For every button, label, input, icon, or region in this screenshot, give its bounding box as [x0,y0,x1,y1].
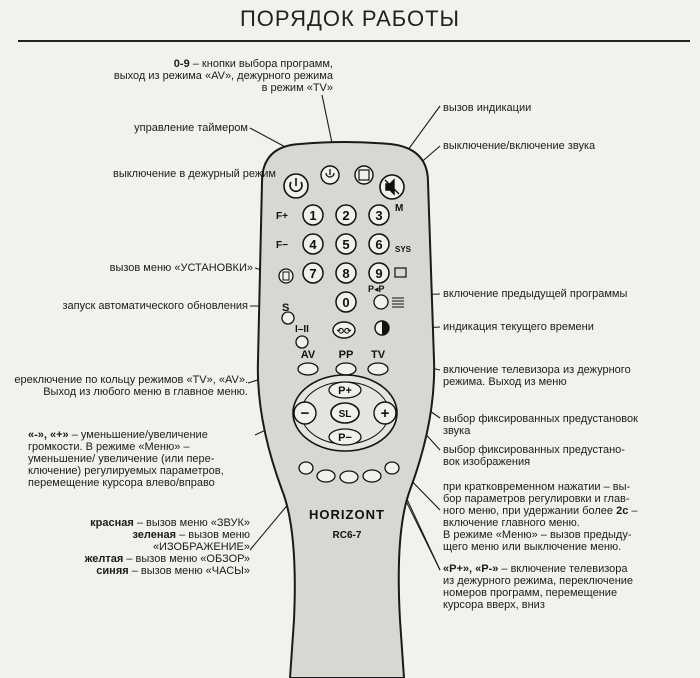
digit-keypad: 1 2 3 4 5 6 7 8 9 0 [302,204,390,313]
f-minus-label: F− [276,240,288,251]
p-minus-label: P− [338,432,352,444]
digit-button-5[interactable] [335,233,357,255]
teletext-icon [392,297,404,308]
display-button[interactable] [354,165,374,185]
auto-update-button[interactable] [281,311,295,325]
volume-down-label: − [301,405,310,422]
tv-label: TV [371,349,386,361]
label-clock: индикация текущего времени [443,321,594,333]
color-keys [298,461,400,484]
digit-button-7[interactable] [302,262,324,284]
red-button[interactable] [316,469,336,483]
digit-label-0: 0 [342,295,349,310]
label-display-info: вызов индикации [443,102,532,114]
blue-button[interactable] [384,461,400,475]
digit-label-5: 5 [342,237,349,252]
p-plus-label: P+ [338,385,352,397]
digit-label-7: 7 [309,266,316,281]
digit-label-6: 6 [375,237,382,252]
clock-icon [382,321,389,335]
digit-button-3[interactable] [368,204,390,226]
sl-label: SL [339,409,352,420]
small-key-left[interactable] [298,461,314,475]
title-underline [18,40,690,42]
display-icon [358,169,370,181]
page-title: ПОРЯДОК РАБОТЫ [239,6,461,31]
m-label: M [395,203,403,214]
volume-up-label: + [381,405,390,422]
xsys-label: SYS [395,245,412,254]
digit-button-1[interactable] [302,204,324,226]
f-plus-label: F+ [276,211,288,222]
setup-menu-icon [282,271,290,281]
digit-label-1: 1 [309,208,316,223]
dual-label: ⟲⟳ [336,326,352,336]
one-two-button[interactable] [295,335,309,349]
p-minus-button[interactable] [328,428,362,446]
digit-button-0[interactable] [335,291,357,313]
digit-button-8[interactable] [335,262,357,284]
s-key-label: S [282,302,289,314]
model-label: RC6-7 [333,530,362,541]
digit-button-4[interactable] [302,233,324,255]
av-button[interactable] [297,362,319,376]
label-prev-program: включение предыдущей программы [443,288,628,300]
prev-program-button[interactable] [373,294,389,310]
digit-label-2: 2 [342,208,349,223]
label-standby: выключение в дежурный режим [112,168,276,180]
pp-label: PP [339,349,354,361]
digit-label-8: 8 [342,266,349,281]
digit-label-9: 9 [375,266,382,281]
label-digit-keys: 0-9 – кнопки выбора программ, выход из р… [113,58,333,94]
setup-menu-button[interactable] [278,268,294,284]
digit-button-6[interactable] [368,233,390,255]
av-label: AV [301,349,316,361]
green-button[interactable] [339,470,359,484]
power-icon [289,178,303,193]
tv-button[interactable] [367,362,389,376]
volume-up-button[interactable] [373,401,397,425]
navigation-pad: P+ P− − + SL [292,374,398,452]
label-av-cycle: ереключение по кольцу режимов «TV», «AV»… [14,374,248,398]
sl-button[interactable] [330,402,360,424]
volume-down-button[interactable] [293,401,317,425]
digit-label-3: 3 [375,208,382,223]
label-tv-on: включение телевизора из дежурного режима… [443,364,631,388]
dual-button[interactable] [332,321,356,339]
label-mute: выключение/включение звука [443,140,596,152]
pp-button[interactable] [335,362,357,376]
digit-button-2[interactable] [335,204,357,226]
label-sound-presets: выбор фиксированных предустановок звука [443,413,638,437]
label-sl-key: при кратковременном нажатии – вы- бор па… [443,481,638,553]
label-color-keys: красная – вызов меню «ЗВУК» зеленая – вы… [84,517,250,577]
label-picture-presets: выбор фиксированных предустано- вок изоб… [443,444,625,468]
yellow-button[interactable] [362,469,382,483]
tv-screen-icon [394,267,407,278]
label-setup-menu: вызов меню «УСТАНОВКИ» [109,262,253,274]
label-volume: «-», «+» – уменьшение/увеличение громкос… [28,429,224,489]
one-two-label: I–II [295,324,309,335]
timer-icon [325,169,335,178]
p-plus-button[interactable] [328,381,362,399]
brand-logo: HORIZONT [309,507,385,522]
label-program-keys: «P+», «P-» – включение телевизора из деж… [443,563,634,611]
mute-icon [384,178,400,196]
prev-program-label: P◂P [368,284,385,294]
digit-button-9[interactable] [368,262,390,284]
digit-label-4: 4 [309,237,317,252]
label-timer: управление таймером [134,122,248,134]
label-auto-update: запуск автоматического обновления [62,300,249,312]
